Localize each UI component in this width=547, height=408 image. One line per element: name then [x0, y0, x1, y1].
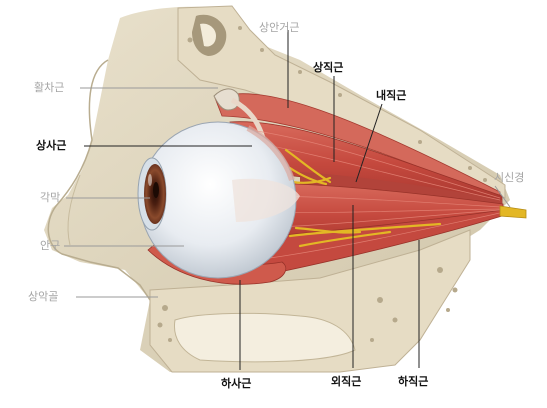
label-inferior-rectus: 하직근	[398, 375, 429, 388]
label-maxilla: 상악골	[28, 290, 59, 303]
label-inferior-oblique: 하사근	[221, 377, 252, 390]
label-trochlea: 활차근	[34, 81, 65, 94]
label-cornea: 각막	[40, 191, 61, 204]
nerves	[284, 148, 442, 248]
label-eyeball: 안구	[40, 239, 61, 252]
label-levator: 상안거근	[259, 21, 300, 34]
label-medial-rectus: 내직근	[376, 89, 407, 102]
optic-nerve	[499, 205, 527, 219]
label-superior-oblique: 상사근	[36, 139, 67, 152]
label-superior-rectus: 상직근	[313, 61, 344, 74]
orbit-roof	[177, 5, 506, 199]
leader-lines	[64, 30, 511, 370]
label-optic-nerve: 시신경	[494, 171, 525, 184]
eyeball	[137, 121, 300, 279]
label-lateral-rectus: 외직근	[331, 375, 362, 388]
